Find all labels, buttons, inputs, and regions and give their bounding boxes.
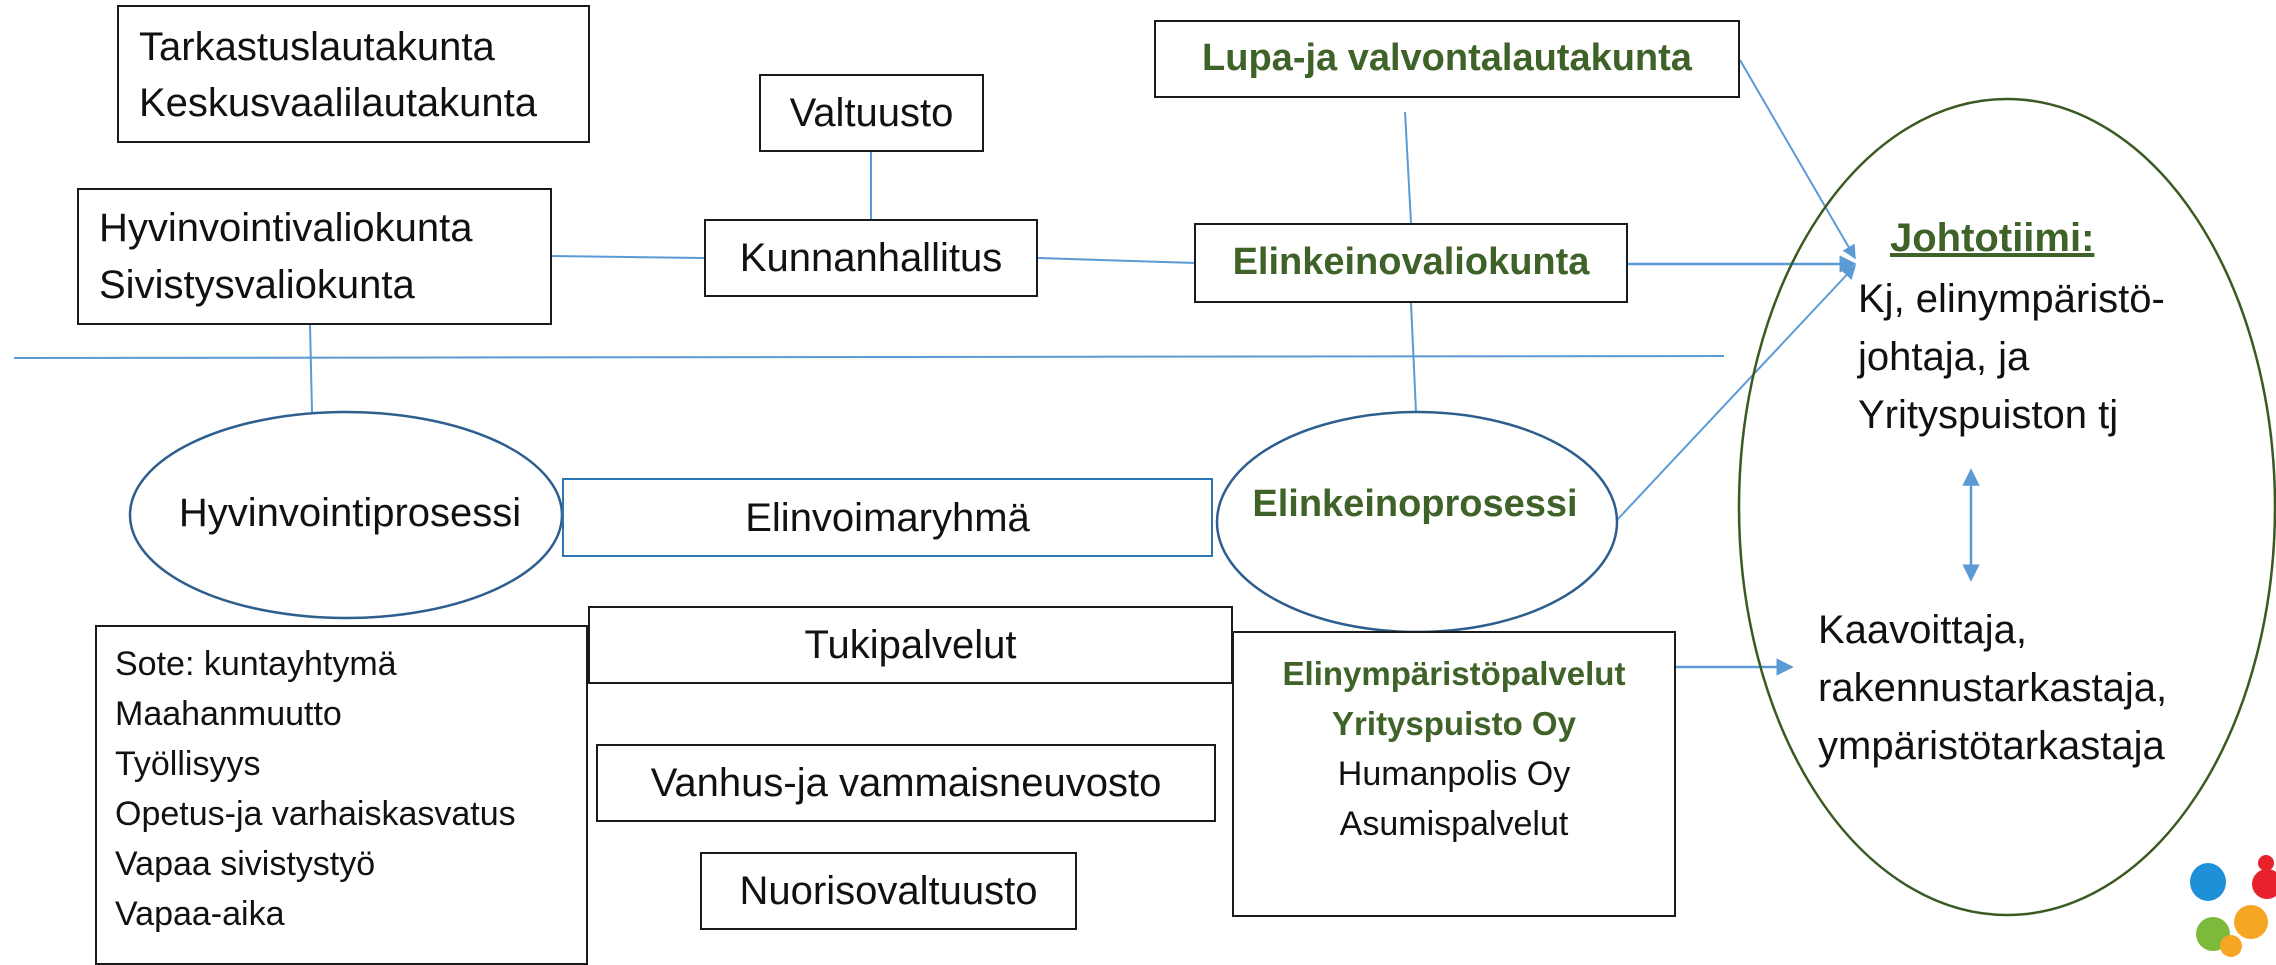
asumispalvelut-label: Asumispalvelut: [1339, 805, 1569, 843]
sote-list: Sote: kuntayhtymä Maahanmuutto Työllisyy…: [115, 639, 586, 939]
hyvinvointivaliokunta-box: Hyvinvointivaliokunta Sivistysvaliokunta: [77, 188, 552, 325]
valtuusto-label: Valtuusto: [789, 91, 954, 135]
elinkeinovaliokunta-label: Elinkeinovaliokunta: [1232, 241, 1590, 284]
hyvinvointiprosessi-label: Hyvinvointiprosessi: [178, 491, 522, 535]
tarkastuslautakunta-label: Tarkastuslautakunta: [139, 25, 495, 69]
johtotiimi-member-line: johtaja, ja: [1858, 335, 2030, 379]
johtotiimi-experts: Kaavoittaja, rakennustarkastaja, ympäris…: [1818, 601, 2167, 775]
logo-dot-orange: [2234, 905, 2268, 939]
list-item: Opetus-ja varhaiskasvatus: [115, 795, 516, 833]
humanpolis-label: Humanpolis Oy: [1337, 755, 1571, 793]
connector-hyvinvointi-down: [309, 324, 313, 413]
expert-line: Kaavoittaja,: [1818, 608, 2028, 652]
connector-lupa-elinkeino: [1404, 111, 1412, 224]
sivistysvaliokunta-label: Sivistysvaliokunta: [99, 263, 415, 307]
sote-list-box: Sote: kuntayhtymä Maahanmuutto Työllisyy…: [95, 625, 588, 965]
elinkeinoprosessi-label: Elinkeinoprosessi: [1252, 483, 1578, 526]
hyvinvointivaliokunta-label: Hyvinvointivaliokunta: [99, 206, 473, 250]
list-item: Maahanmuutto: [115, 695, 342, 733]
nuorisovaltuusto-box: Nuorisovaltuusto: [700, 852, 1077, 930]
separator-line: [13, 355, 1725, 359]
valtuusto-box: Valtuusto: [759, 74, 984, 152]
logo-dot-red: [2252, 869, 2276, 899]
johtotiimi-member-line: Kj, elinympäristö-: [1858, 277, 2165, 321]
lupa-valvontalautakunta-box: Lupa-ja valvontalautakunta: [1154, 20, 1740, 98]
logo: [2180, 855, 2276, 957]
vanhus-vammaisneuvosto-box: Vanhus-ja vammaisneuvosto: [596, 744, 1216, 822]
keskusvaalilautakunta-label: Keskusvaalilautakunta: [139, 81, 538, 125]
elinvoimaryhma-label: Elinvoimaryhmä: [745, 495, 1030, 540]
logo-dot-blue: [2190, 863, 2226, 901]
expert-line: ympäristötarkastaja: [1818, 724, 2165, 768]
list-item: Vapaa sivistystyö: [115, 845, 376, 883]
johtotiimi-member-line: Yrityspuiston tj: [1858, 393, 2119, 437]
elinvoimaryhma-box: Elinvoimaryhmä: [562, 478, 1213, 557]
tarkastus-box: Tarkastuslautakunta Keskusvaalilautakunt…: [117, 5, 590, 143]
elinymparistopalvelut-label: Elinympäristöpalvelut: [1282, 655, 1626, 692]
list-item: Sote: kuntayhtymä: [115, 645, 397, 683]
tukipalvelut-label: Tukipalvelut: [804, 623, 1017, 667]
logo-dot-red-small: [2258, 855, 2274, 871]
connector-kunnanhallitus-elinkeino: [1037, 257, 1197, 264]
list-item: Vapaa-aika: [115, 895, 285, 933]
connector-hyvinvointi-kunnanhallitus: [550, 255, 705, 259]
logo-dot-orange-small: [2220, 935, 2242, 957]
list-item: Työllisyys: [115, 745, 261, 783]
kunnanhallitus-label: Kunnanhallitus: [739, 236, 1003, 280]
lupa-valvontalautakunta-label: Lupa-ja valvontalautakunta: [1202, 37, 1692, 80]
vanhus-vammaisneuvosto-label: Vanhus-ja vammaisneuvosto: [650, 761, 1162, 805]
tukipalvelut-box: Tukipalvelut: [588, 606, 1233, 684]
yrityspuisto-label: Yrityspuisto Oy: [1332, 705, 1576, 742]
johtotiimi-ellipse: [1737, 97, 2276, 917]
nuorisovaltuusto-label: Nuorisovaltuusto: [739, 869, 1038, 913]
kunnanhallitus-box: Kunnanhallitus: [704, 219, 1038, 297]
johtotiimi-members: Kj, elinympäristö- johtaja, ja Yrityspui…: [1858, 270, 2165, 444]
arrow-lupa-johtotiimi: [1739, 59, 1856, 260]
johtotiimi-title: Johtotiimi:: [1890, 216, 2095, 260]
elinkeinovaliokunta-box: Elinkeinovaliokunta: [1194, 223, 1628, 303]
services-box: Elinympäristöpalvelut Yrityspuisto Oy Hu…: [1232, 631, 1676, 917]
arrow-elinkeinoprosessi-johtotiimi: [1616, 264, 1856, 521]
connector-valiokunta-prosessi: [1410, 302, 1417, 413]
expert-line: rakennustarkastaja,: [1818, 666, 2168, 710]
